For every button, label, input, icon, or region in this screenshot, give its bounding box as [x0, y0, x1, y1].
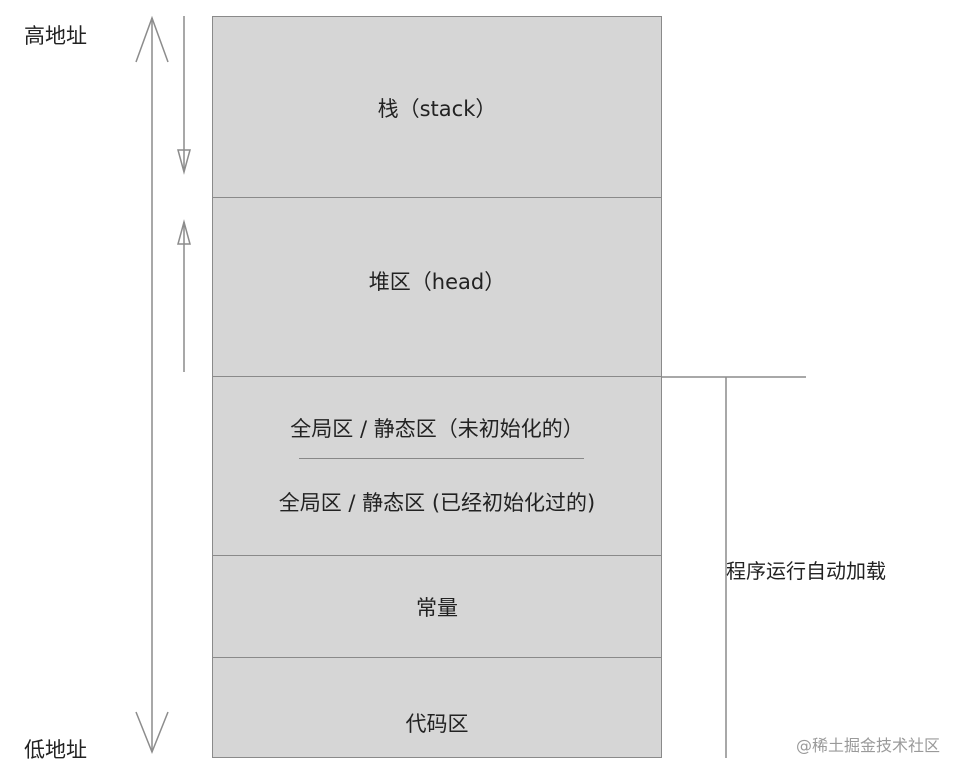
- global-segment-divider: [299, 458, 584, 459]
- stack-segment: 栈（stack）: [212, 16, 662, 199]
- axis-down-arrowhead: [135, 711, 169, 755]
- constant-label: 常量: [416, 596, 458, 620]
- axis-up-arrowhead: [135, 15, 169, 63]
- constant-segment: 常量: [212, 555, 662, 659]
- global-initialized-label: 全局区 / 静态区 (已经初始化过的): [278, 491, 596, 515]
- watermark: @稀土掘金技术社区: [796, 736, 941, 755]
- code-label: 代码区: [405, 712, 469, 736]
- stack-growth-arrowhead: [177, 149, 191, 175]
- stack-label: 栈（stack）: [377, 97, 497, 121]
- heap-growth-arrowhead: [177, 219, 191, 245]
- code-segment: 代码区: [212, 657, 662, 758]
- heap-segment: 堆区（head）: [212, 197, 662, 378]
- heap-label: 堆区（head）: [368, 270, 506, 294]
- autoload-annotation: 程序运行自动加载: [726, 559, 886, 583]
- global-uninitialized-label: 全局区 / 静态区（未初始化的）: [290, 417, 584, 441]
- high-address-label: 高地址: [24, 24, 87, 48]
